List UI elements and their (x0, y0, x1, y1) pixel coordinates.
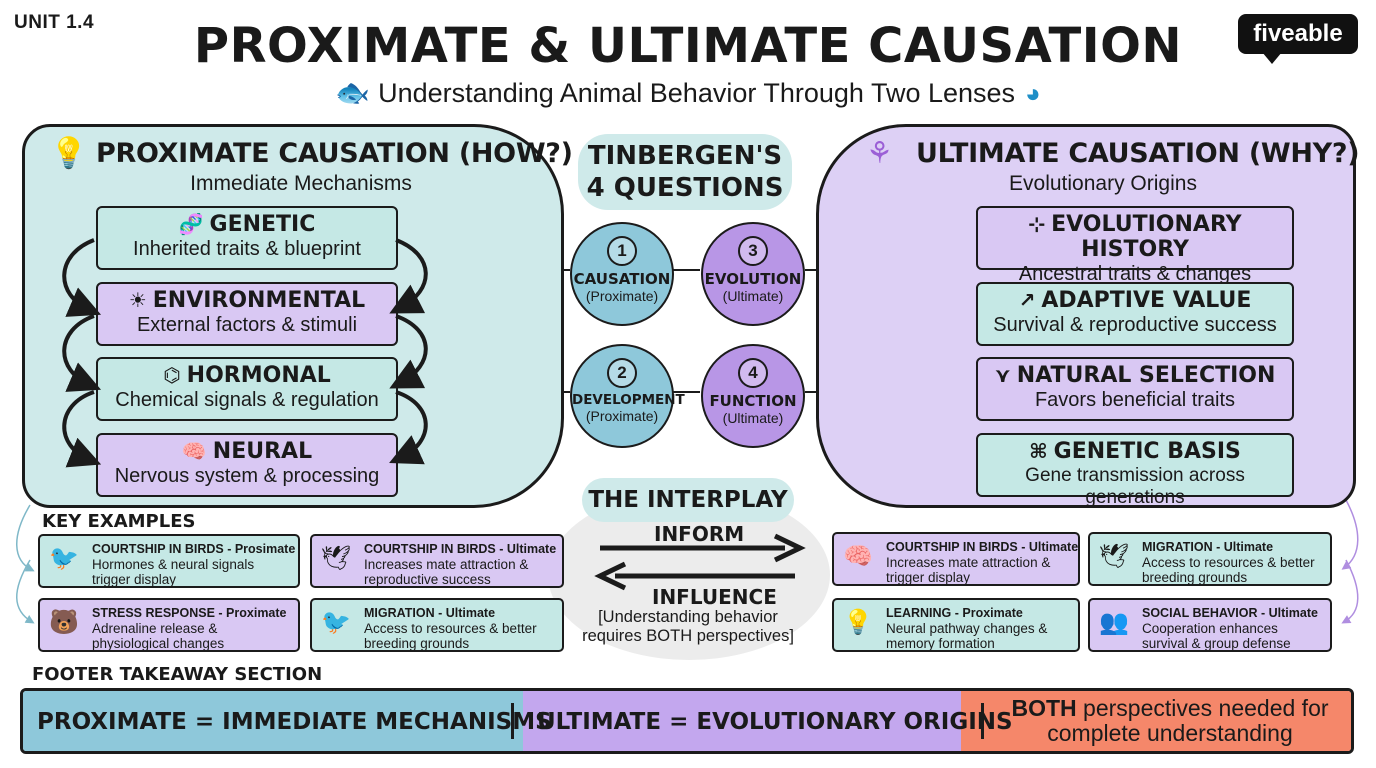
footer-takeaway-bar: PROXIMATE = IMMEDIATE MECHANISMS ULTIMAT… (20, 688, 1354, 754)
proximate-heading: PROXIMATE CAUSATION (HOW?) (96, 138, 573, 169)
bird-head-icon: 🐦 (49, 545, 79, 572)
question-3-circle: 3 EVOLUTION (Ultimate) (701, 222, 805, 326)
brain-icon: 🧠 (181, 439, 207, 463)
lightbulb-icon: 💡 (50, 137, 88, 170)
footer-text-ultimate: ULTIMATE = EVOLUTIONARY ORIGINS (537, 709, 1013, 735)
example-card: 👥 SOCIAL BEHAVIOR - Ultimate Cooperation… (1088, 598, 1332, 652)
example-card: 🐻 STRESS RESPONSE - Proximate Adrenaline… (38, 598, 300, 652)
ultimate-subheading: Evolutionary Origins (1009, 172, 1197, 195)
dna-helix-icon: ⌘ (1029, 439, 1048, 463)
footer-text-both: BOTH perspectives needed for complete un… (1011, 695, 1329, 746)
example-card: 🕊 COURTSHIP IN BIRDS - Ultimate Increase… (310, 534, 564, 588)
molecule-icon: ⌬ (163, 363, 181, 387)
proximate-subheading: Immediate Mechanisms (190, 172, 412, 195)
fish-icon: 🐟 (335, 77, 371, 108)
card-hormonal: ⌬HORMONAL Chemical signals & regulation (96, 357, 398, 421)
key-examples-heading: KEY EXAMPLES (42, 511, 196, 532)
card-desc: Inherited traits & blueprint (133, 238, 361, 260)
example-card: 💡 LEARNING - Proximate Neural pathway ch… (832, 598, 1080, 652)
footer-segment-ultimate (523, 691, 961, 751)
card-genetic: 🧬GENETIC Inherited traits & blueprint (96, 206, 398, 270)
hierarchy-icon: ⊹ (1028, 212, 1046, 236)
question-2-circle: 2 DEVELOPMENT (Proximate) (570, 344, 685, 448)
card-adaptive-value: ↗ADAPTIVE VALUE Survival & reproductive … (976, 282, 1294, 346)
example-card: 🐦 MIGRATION - Ultimate Access to resourc… (310, 598, 564, 652)
card-neural: 🧠NEURAL Nervous system & processing (96, 433, 398, 497)
card-desc: Gene transmission across generations (1025, 465, 1245, 508)
example-card: 🐦 COURTSHIP IN BIRDS - Prosimate Hormone… (38, 534, 300, 588)
card-desc: Favors beneficial traits (1034, 389, 1236, 411)
card-natural-selection: ⋎NATURAL SELECTION Favors beneficial tra… (976, 357, 1294, 421)
unit-label: UNIT 1.4 (14, 12, 95, 33)
page-title: PROXIMATE & ULTIMATE CAUSATION (193, 18, 1183, 74)
inform-label: INFORM (654, 522, 745, 546)
interplay-note: [Understanding behavior requires BOTH pe… (582, 608, 794, 645)
logo-tail (1262, 52, 1282, 64)
card-desc: Survival & reproductive success (993, 314, 1277, 336)
influence-label: INFLUENCE (652, 585, 777, 609)
subtitle-text: Understanding Animal Behavior Through Tw… (378, 78, 1016, 108)
branching-tree-icon: ⚘ (866, 137, 893, 170)
brain-icon: 🧠 (843, 543, 873, 570)
birds-flying-icon: 🕊 (1098, 543, 1130, 570)
example-card: 🧠 COURTSHIP IN BIRDS - Ultimate Increase… (832, 532, 1080, 586)
card-desc: Ancestral traits & changes (1018, 263, 1252, 285)
question-1-circle: 1 CAUSATION (Proximate) (570, 222, 674, 326)
lightbulb-brain-icon: 💡 (843, 609, 873, 636)
head-profile-icon: ◕ (1025, 78, 1041, 108)
flying-bird-icon: 🐦 (321, 609, 351, 636)
card-desc: Chemical signals & regulation (115, 389, 379, 411)
trend-up-icon: ↗ (1018, 288, 1036, 312)
footer-heading: FOOTER TAKEAWAY SECTION (32, 664, 323, 685)
dna-icon: 🧬 (178, 212, 204, 236)
stressed-animal-icon: 🐻 (49, 609, 79, 636)
page-subtitle: 🐟Understanding Animal Behavior Through T… (0, 76, 1376, 109)
example-card: 🕊 MIGRATION - Ultimate Access to resourc… (1088, 532, 1332, 586)
question-4-circle: 4 FUNCTION (Ultimate) (701, 344, 805, 448)
group-icon: 👥 (1099, 609, 1129, 636)
footer-divider (511, 703, 514, 739)
selection-icon: ⋎ (994, 363, 1011, 387)
tinbergen-title: TINBERGEN'S 4 QUESTIONS (578, 134, 792, 210)
fiveable-logo[interactable]: fiveable (1238, 14, 1358, 54)
footer-segment-both (961, 691, 1351, 751)
footer-segment-proximate (23, 691, 523, 751)
card-genetic-basis: ⌘GENETIC BASIS Gene transmission across … (976, 433, 1294, 508)
interplay-title: THE INTERPLAY (582, 478, 794, 522)
card-desc: Nervous system & processing (114, 465, 380, 487)
card-evolutionary-history: ⊹EVOLUTIONARY HISTORY Ancestral traits &… (976, 206, 1294, 285)
interplay-arrows (594, 533, 806, 591)
ultimate-heading: ULTIMATE CAUSATION (WHY?) (916, 138, 1360, 169)
card-environmental: ☀ENVIRONMENTAL External factors & stimul… (96, 282, 398, 346)
footer-divider (981, 703, 984, 739)
footer-text-proximate: PROXIMATE = IMMEDIATE MECHANISMS (37, 709, 552, 735)
card-desc: External factors & stimuli (136, 314, 358, 336)
bird-heart-icon: 🕊 (320, 545, 352, 572)
sun-leaf-icon: ☀ (128, 288, 147, 312)
